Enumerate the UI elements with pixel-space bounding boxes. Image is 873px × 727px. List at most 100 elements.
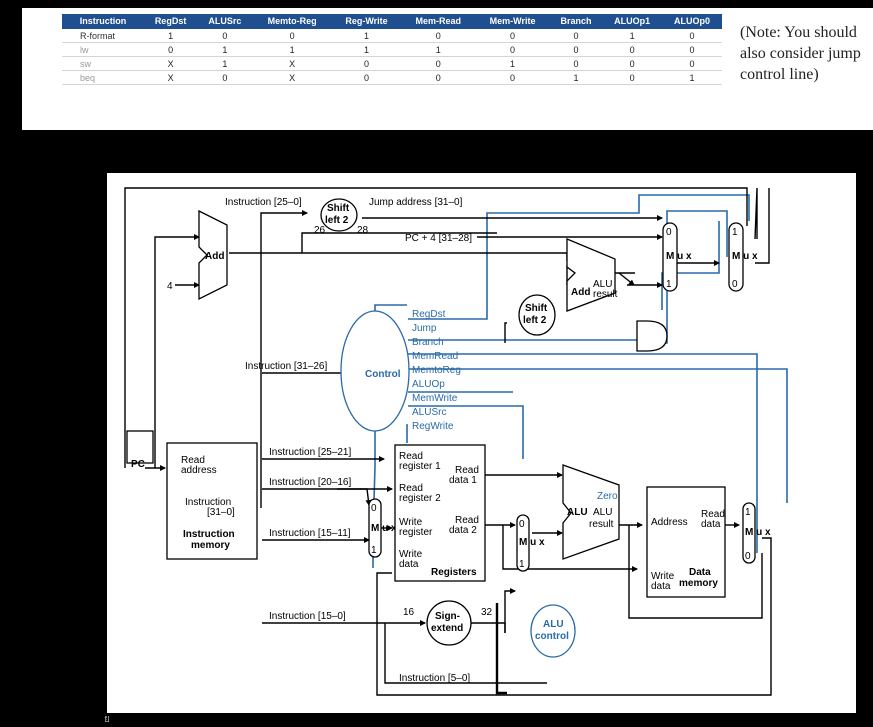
- table-cell: 0: [252, 29, 332, 43]
- table-header: Memto-Reg: [252, 14, 332, 29]
- memtoreg-mux: 1 M u x 0: [742, 502, 771, 564]
- table-cell: 0: [662, 29, 722, 43]
- table-cell: 1: [475, 56, 550, 71]
- branch-alu-label: ALU: [593, 279, 612, 290]
- signext-to-mux-wire: [504, 588, 516, 633]
- signal-aluop: ALUOp: [412, 379, 445, 390]
- memtoreg-wire: [408, 368, 788, 503]
- data-memory: Address Read data Write data Data memory: [646, 486, 726, 598]
- table-cell: X: [144, 70, 198, 85]
- regdst-mux-in0: 0: [371, 503, 377, 514]
- dmem-read-label: Read: [701, 509, 725, 520]
- mux2-in0: 0: [732, 279, 738, 290]
- bottom-glyph: ย: [104, 714, 110, 725]
- table-header: Instruction: [62, 14, 144, 29]
- mux2-label: M u x: [732, 251, 758, 262]
- table-cell: 0: [549, 56, 603, 71]
- read-reg2-label: Read: [399, 483, 423, 494]
- mux1-in0: 0: [666, 227, 672, 238]
- instr-funct-wire: [384, 623, 547, 684]
- table-cell: 0: [331, 56, 402, 71]
- memread-wire: [408, 353, 758, 553]
- table-cell: 1: [602, 29, 663, 43]
- shift-left-2-jump: Shift left 2 26 28 Instruction [25–0] Ju…: [225, 197, 472, 244]
- table-cell: 1: [401, 42, 476, 57]
- pc-loop-wire: [124, 187, 748, 468]
- table-header: ALUOp1: [602, 14, 663, 29]
- table-cell: 0: [401, 70, 476, 85]
- instr-5-0-label: Instruction [5–0]: [399, 673, 470, 684]
- writeback-wire: [376, 537, 772, 696]
- table-cell: beq: [62, 70, 144, 85]
- control-unit: Control Instruction [31–26]: [245, 310, 410, 432]
- instr-31-26-label: Instruction [31–26]: [245, 361, 327, 372]
- table-cell: sw: [62, 56, 144, 71]
- instr-15-11-label: Instruction [15–11]: [269, 528, 351, 539]
- table-cell: 0: [475, 70, 550, 85]
- table-cell: 1: [331, 29, 402, 43]
- write-reg-label: Write: [399, 517, 423, 528]
- add-label: Add: [205, 251, 224, 262]
- shift2-label: Shift: [525, 303, 548, 314]
- add-alu-out-wire: [618, 272, 635, 286]
- bits26-label: 26: [314, 225, 326, 236]
- table-cell: 0: [331, 70, 402, 85]
- write-data-label-2: data: [399, 559, 419, 570]
- sign-ext-label-2: extend: [431, 623, 463, 634]
- table-cell: 0: [549, 29, 603, 43]
- pc4-label: PC + 4 [31–28]: [405, 233, 472, 244]
- read-reg1-label-2: register 1: [399, 461, 441, 472]
- table-cell: 0: [197, 70, 253, 85]
- mux1-label: M u x: [666, 251, 692, 262]
- shift2-left2-label: left 2: [523, 315, 547, 326]
- alusrc-mux: 0 M u x 1: [516, 514, 545, 572]
- branch-mux-select-wire: [661, 221, 720, 310]
- main-alu: ALU ALU result Zero: [562, 464, 620, 560]
- table-cell: 0: [602, 56, 663, 71]
- sign-ext-label: Sign-: [435, 611, 460, 622]
- instr-25-21-label: Instruction [25–21]: [269, 447, 351, 458]
- table-header: RegDst: [144, 14, 198, 29]
- control-signal-labels: RegDst Jump Branch MemRead MemtoReg ALUO…: [412, 309, 461, 432]
- table-cell: 0: [475, 42, 550, 57]
- instr-25-0-label: Instruction [25–0]: [225, 197, 302, 208]
- memtoreg-mux-in0: 0: [745, 551, 751, 562]
- table-row: beq X 0 X 0 0 0 1 0 1: [62, 70, 722, 85]
- alusrc-mux-in0: 0: [519, 519, 525, 530]
- table-header: Reg-Write: [331, 14, 402, 29]
- dmem-label: Data: [689, 567, 711, 578]
- read-data2-label: Read: [455, 515, 479, 526]
- memtoreg-mux-label: M u x: [745, 527, 771, 538]
- mux-feed-wire: [754, 187, 758, 240]
- regdst-mux-label: M u x: [371, 523, 397, 534]
- table-cell: 0: [602, 42, 663, 57]
- regwrite-wire: [406, 424, 408, 443]
- dmem-write-label: Write: [651, 571, 675, 582]
- alu-result-bypass-wire: [628, 525, 763, 619]
- signal-memwrite: MemWrite: [412, 393, 458, 404]
- shift-left2-label: left 2: [325, 215, 349, 226]
- table-cell: 0: [662, 56, 722, 71]
- read-data1-label-2: data 1: [449, 475, 477, 486]
- table-cell: 1: [197, 56, 253, 71]
- alusrc-mux-label: M u x: [519, 537, 545, 548]
- table-cell: 0: [401, 29, 476, 43]
- jump-wire: [408, 194, 750, 320]
- register-file: Read register 1 Read register 2 Write re…: [394, 444, 486, 582]
- signext-to-shift-wire: [504, 322, 507, 343]
- control-wires: [372, 194, 788, 568]
- control-signal-table: Instruction RegDst ALUSrc Memto-Reg Reg-…: [62, 14, 722, 85]
- jump-note: (Note: You should also consider jump con…: [740, 24, 861, 83]
- registers-label: Registers: [431, 567, 477, 578]
- table-cell: 0: [144, 42, 198, 57]
- table-header: ALUSrc: [197, 14, 253, 29]
- datapath-diagram-panel: PC Add 4 Shift left 2 26 28 Instruction …: [107, 173, 856, 713]
- pc-register: PC: [126, 430, 154, 470]
- table-cell: 1: [252, 42, 332, 57]
- shift-label: Shift: [327, 203, 350, 214]
- read-reg1-label: Read: [399, 451, 423, 462]
- signal-regdst: RegDst: [412, 309, 446, 320]
- instr-to-shift-wire: [260, 210, 308, 508]
- table-header-row: Instruction RegDst ALUSrc Memto-Reg Reg-…: [62, 14, 722, 29]
- address-label: Address: [651, 517, 688, 528]
